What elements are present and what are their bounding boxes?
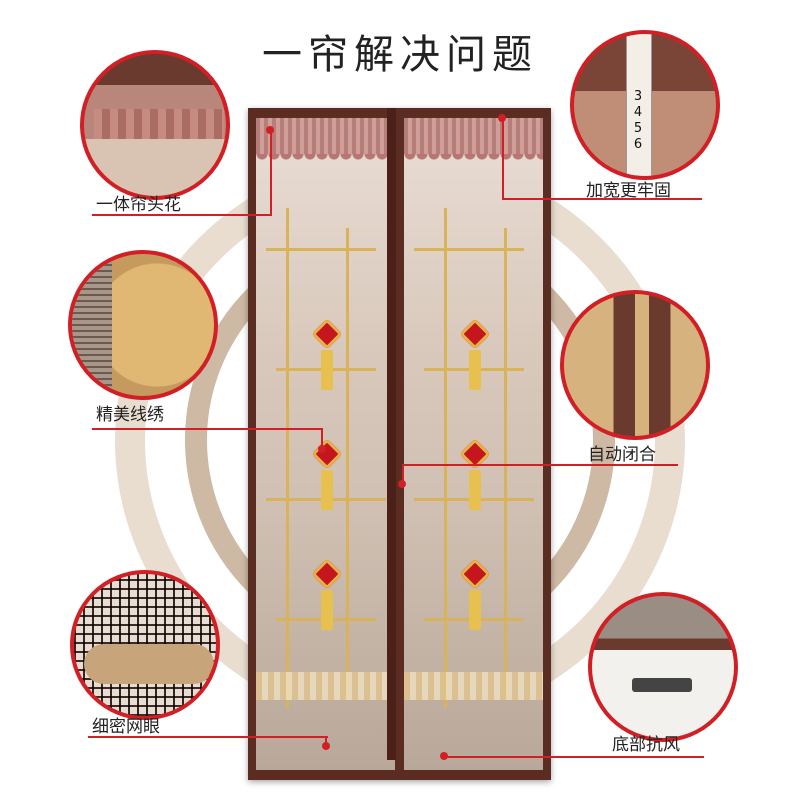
pointer-line xyxy=(92,214,272,216)
pointer-line xyxy=(92,428,322,430)
top-lace-edge xyxy=(256,154,395,162)
pointer-line xyxy=(270,130,272,216)
pointer-line xyxy=(402,464,678,466)
label-mid-right: 自动闭合 xyxy=(588,445,656,465)
chinese-knot-icon xyxy=(311,318,343,350)
tassel-icon xyxy=(469,590,481,630)
lace-pattern xyxy=(94,109,224,139)
pointer-line xyxy=(502,118,504,200)
label-mid-left: 精美线绣 xyxy=(96,405,164,425)
magnetic-seam xyxy=(387,108,396,760)
chinese-knot-icon xyxy=(311,438,343,470)
chinese-knot-icon xyxy=(459,318,491,350)
pointer-line xyxy=(442,756,704,758)
pointer-dot xyxy=(318,445,326,453)
detail-lace-header xyxy=(80,50,230,200)
label-top-right: 加宽更牢固 xyxy=(586,181,671,201)
label-bottom-right: 底部抗风 xyxy=(612,735,680,755)
bottom-lace xyxy=(256,672,395,700)
pointer-dot xyxy=(398,480,406,488)
tassel-icon xyxy=(469,470,481,510)
top-lace-edge xyxy=(404,154,543,162)
detail-embroidery xyxy=(68,250,218,400)
embroidery-bar xyxy=(414,248,524,251)
embroidery-bar xyxy=(504,228,507,698)
tassel-icon xyxy=(321,590,333,630)
embroidery-bar xyxy=(266,248,376,251)
chinese-knot-icon xyxy=(311,558,343,590)
tassel-icon xyxy=(321,470,333,510)
page-title: 一帘解决问题 xyxy=(262,32,538,78)
pointer-line xyxy=(88,736,328,738)
detail-windproof-bottom xyxy=(588,592,738,742)
ruler-icon xyxy=(626,34,652,176)
door-panel-right xyxy=(404,118,543,770)
detail-fine-mesh xyxy=(70,570,220,720)
tassel-icon xyxy=(469,350,481,390)
pointer-line xyxy=(402,464,404,484)
mesh-edge xyxy=(72,254,112,396)
embroidery-bar xyxy=(286,208,289,708)
pointer-dot xyxy=(440,752,448,760)
bottom-lace xyxy=(404,672,543,700)
pointer-line xyxy=(321,428,323,448)
detail-wide-border: 3 4 5 6 xyxy=(570,30,720,180)
weight-bar-icon xyxy=(632,678,692,692)
door-panel-left xyxy=(256,118,395,770)
label-bottom-left: 细密网眼 xyxy=(92,717,160,737)
screen-door xyxy=(248,108,551,780)
embroidery-bar xyxy=(346,228,349,698)
top-lace xyxy=(256,118,395,154)
top-lace xyxy=(404,118,543,154)
embroidery-bar xyxy=(444,208,447,708)
tassel-icon xyxy=(321,350,333,390)
pointer-dot xyxy=(322,742,330,750)
ruler-digits: 3 4 5 6 xyxy=(633,89,643,152)
detail-auto-close xyxy=(560,290,710,440)
pointer-line xyxy=(325,736,327,746)
pointer-dot xyxy=(498,114,506,122)
chinese-knot-icon xyxy=(459,558,491,590)
measuring-tape xyxy=(84,644,214,684)
pointer-dot xyxy=(266,126,274,134)
label-top-left: 一体帘头花 xyxy=(96,195,181,215)
pointer-line xyxy=(502,198,702,200)
